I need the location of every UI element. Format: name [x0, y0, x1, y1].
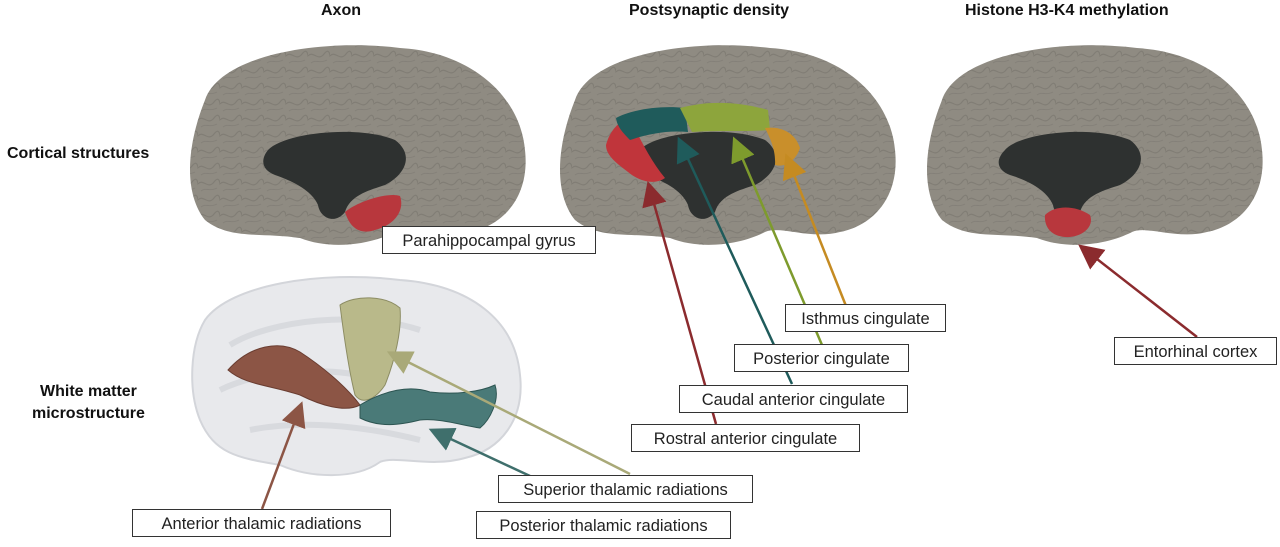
- row-label-white-matter-line2: microstructure: [32, 405, 145, 422]
- arrow-superior-thalamic: [386, 351, 631, 476]
- brain-white-matter: [191, 275, 522, 477]
- row-label-cortical: Cortical structures: [7, 145, 150, 162]
- label-posterior-thalamic-radiations: Posterior thalamic radiations: [476, 511, 731, 539]
- label-isthmus-cingulate: Isthmus cingulate: [785, 304, 946, 332]
- column-header-axon: Axon: [321, 2, 361, 19]
- row-label-white-matter-line1: White matter: [40, 383, 137, 400]
- label-superior-thalamic-radiations: Superior thalamic radiations: [498, 475, 753, 503]
- label-posterior-cingulate: Posterior cingulate: [734, 344, 909, 372]
- column-header-psd: Postsynaptic density: [629, 2, 790, 19]
- brain-axon: [190, 45, 526, 245]
- arrow-posterior-thalamic: [428, 427, 531, 478]
- label-caudal-anterior-cingulate: Caudal anterior cingulate: [679, 385, 908, 413]
- label-anterior-thalamic-radiations: Anterior thalamic radiations: [132, 509, 391, 537]
- arrow-isthmus: [782, 153, 848, 307]
- column-header-histone: Histone H3-K4 methylation: [965, 2, 1169, 19]
- brain-psd: [560, 45, 896, 245]
- label-rostral-anterior-cingulate: Rostral anterior cingulate: [631, 424, 860, 452]
- arrow-anterior-thalamic: [260, 401, 306, 510]
- row-label-white-matter: White matter microstructure: [32, 381, 145, 425]
- brain-histone: [927, 45, 1263, 245]
- label-parahippocampal-gyrus: Parahippocampal gyrus: [382, 226, 596, 254]
- arrow-entorhinal: [1078, 244, 1198, 338]
- label-entorhinal-cortex: Entorhinal cortex: [1114, 337, 1277, 365]
